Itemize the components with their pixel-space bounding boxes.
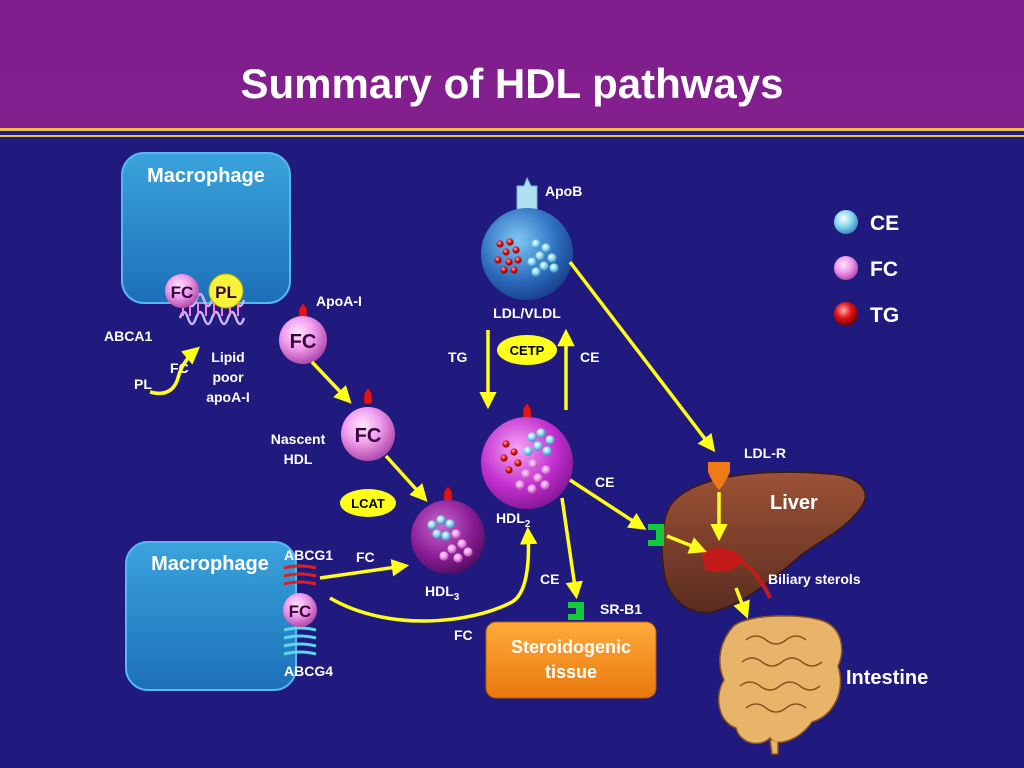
hdl2-label: HDL2 [496, 510, 531, 530]
macrophage-bottom: Macrophage [125, 541, 297, 691]
hdl3-label: HDL3 [425, 583, 460, 603]
abca1-label: ABCA1 [104, 328, 152, 344]
legend-tg-label: TG [870, 304, 899, 327]
abcg1-label: ABCG1 [284, 547, 333, 563]
legend-ce-swatch [834, 210, 858, 234]
macrophage-bottom-label: Macrophage [151, 553, 269, 575]
legend: CE FC TG [834, 210, 899, 327]
ce-flow-label-steroid: CE [540, 571, 559, 587]
tg-flow-label: TG [448, 349, 468, 365]
cetp-label: CETP [510, 343, 545, 358]
efflux-arrow [149, 346, 200, 396]
apob-label: ApoB [545, 183, 582, 199]
sr-b1-steroid-receptor [568, 602, 584, 620]
lipid-poor-line2: poor [212, 369, 244, 385]
biliary-label: Biliary sterols [768, 571, 861, 587]
apoa1-fc-label: FC [290, 331, 317, 353]
legend-fc-swatch [834, 256, 858, 280]
cetp-enzyme [497, 335, 557, 365]
macrophage-top: Macrophage FC PL [121, 152, 291, 326]
ldl-vldl-particle [481, 208, 573, 300]
lcat-enzyme [340, 489, 396, 517]
pl-particle [208, 273, 244, 309]
fc-label: FC [171, 283, 194, 302]
hdl2-particle [481, 417, 573, 509]
apob-tag [516, 176, 538, 213]
steroidogenic-line1: Steroidogenic [511, 637, 631, 657]
abcg-to-hdl2-arrow [329, 526, 538, 623]
abcg4-label: ABCG4 [284, 663, 333, 679]
abcg1-transporter [283, 564, 317, 586]
hdl3-apo-tag [443, 485, 453, 503]
nascent-apo-tag [363, 387, 373, 405]
nascent-line1: Nascent [271, 431, 326, 447]
lcat-label: LCAT [351, 496, 385, 511]
abcg-fc-label: FC [289, 602, 312, 621]
abcg-fc-particle [283, 593, 317, 627]
ldlr-receptor [708, 462, 730, 490]
intestine [717, 615, 843, 755]
intestine-label: Intestine [846, 667, 928, 689]
fc-efflux-label-1: FC [356, 549, 375, 565]
hdl2-to-liver-arrow [569, 478, 647, 530]
apoa1-label: ApoA-I [316, 293, 362, 309]
ce-flow-label-liver: CE [595, 474, 614, 490]
header-divider [0, 128, 1024, 131]
nascent-to-hdl3-arrow [384, 454, 428, 502]
header-band [0, 0, 1024, 128]
fc-efflux-label-2: FC [454, 627, 473, 643]
steroidogenic-line2: tissue [545, 662, 597, 682]
legend-tg-swatch [834, 302, 858, 326]
legend-ce-label: CE [870, 212, 899, 235]
hdl2-to-steroidogenic-arrow [560, 497, 583, 600]
nascent-line2: HDL [284, 451, 313, 467]
nascent-fc-label: FC [355, 425, 382, 447]
lipid-poor-line1: Lipid [211, 349, 244, 365]
macrophage-top-label: Macrophage [147, 165, 265, 187]
bile-to-intestine-arrow [733, 587, 750, 619]
slide-title: Summary of HDL pathways [240, 60, 784, 107]
liver-label: Liver [770, 492, 818, 514]
legend-fc-label: FC [870, 258, 898, 281]
fc-particle [165, 274, 199, 308]
receptor-to-bile-arrow [666, 534, 707, 554]
ldl-vldl-label: LDL/VLDL [493, 305, 561, 321]
abcg1-to-hdl3-arrow [319, 559, 410, 580]
ce-flow-label-cetp: CE [580, 349, 599, 365]
hdl2-apo-tag [522, 402, 532, 420]
liver [661, 471, 866, 614]
pl-label: PL [215, 283, 237, 302]
sr-b1-label: SR-B1 [600, 601, 642, 617]
lipid-poor-line3: apoA-I [206, 389, 250, 405]
abcg4-transporter [283, 626, 317, 656]
ldlr-label: LDL-R [744, 445, 786, 461]
sr-b1-liver-receptor [648, 524, 664, 546]
apoa1-to-nascent-arrow [310, 360, 352, 404]
steroidogenic-tissue: Steroidogenic tissue [485, 621, 657, 699]
ldl-to-ldlr-arrow [568, 260, 716, 453]
pl-flow-label: PL [134, 376, 152, 392]
apoa1-fc-particle [279, 316, 327, 364]
nascent-hdl-particle [341, 407, 395, 461]
header-divider [0, 135, 1024, 137]
